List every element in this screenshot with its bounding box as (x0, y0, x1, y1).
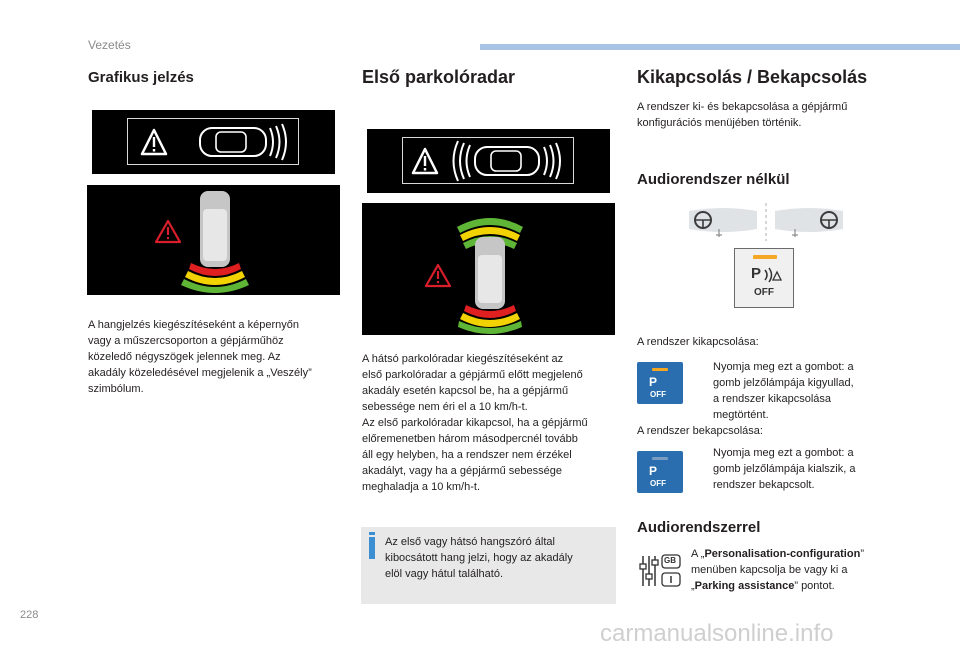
parking-sensor-button-icon: P OFF (734, 248, 794, 308)
col2-title: Első parkolóradar (362, 67, 516, 87)
car-top-view-icon (452, 140, 561, 182)
rear-sensor-panel (87, 185, 340, 295)
menu-settings-icon: GB (638, 552, 682, 590)
steering-wheel-icon (689, 203, 843, 241)
header-bar (480, 44, 960, 50)
audio-paragraph: A „Personalisation-configuration” menübe… (691, 548, 864, 592)
warning-triangle-icon (411, 147, 439, 175)
dash-display-panel (92, 110, 335, 174)
on-label: A rendszer bekapcsolása: (637, 425, 763, 437)
car-top-view-icon (199, 123, 287, 161)
col3-intro: A rendszer ki- és bekapcsolása a gépjárm… (637, 101, 848, 129)
parking-sensor-button-icon: P OFF (637, 451, 683, 493)
col2-paragraph: A hátsó parkolóradar kiegészítéseként az… (362, 353, 588, 493)
front-rear-sensor-panel (362, 203, 615, 335)
col3-sub1-title: Audiorendszer nélkül (637, 171, 790, 188)
col3-title: Kikapcsolás / Bekapcsolás (637, 67, 868, 87)
watermark: carmanualsonline.info (600, 620, 834, 647)
info-icon (369, 532, 375, 559)
col1-title: Grafikus jelzés (88, 69, 194, 86)
front-dash-display-panel (367, 129, 610, 193)
warning-triangle-icon (140, 128, 168, 156)
col1-paragraph: A hangjelzés kiegészítéseként a képernyő… (88, 319, 312, 395)
section-header: Vezetés (88, 38, 131, 52)
col3-sub2-title: Audiorendszerrel (637, 519, 761, 536)
info-note-box: Az első vagy hátsó hangszóró által kiboc… (361, 527, 616, 604)
parking-sensor-button-icon: P OFF (637, 362, 683, 404)
page-number: 228 (20, 609, 39, 621)
off-label: A rendszer kikapcsolása: (637, 336, 759, 348)
